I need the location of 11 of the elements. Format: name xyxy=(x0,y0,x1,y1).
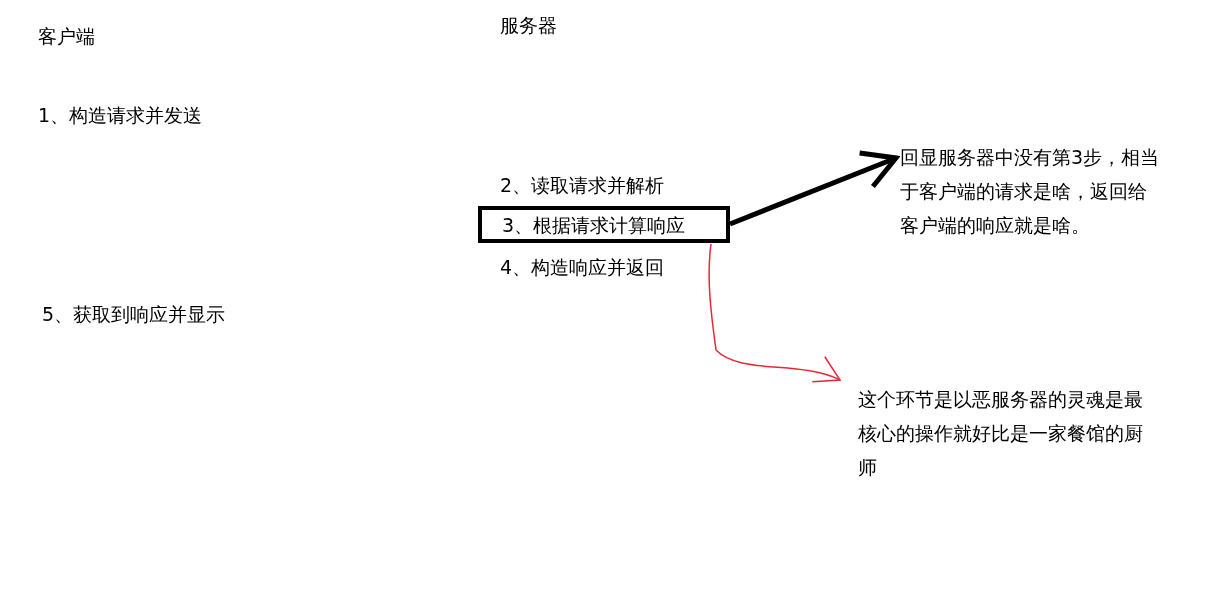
note-text: 回显服务器中没有第3步，相当于客户端的请求是啥，返回给客户端的响应就是啥。 xyxy=(900,140,1162,242)
note-text: 这个环节是以恶服务器的灵魂是最核心的操作就好比是一家餐馆的厨师 xyxy=(858,382,1158,484)
step-box: 3、根据请求计算响应 xyxy=(478,206,730,243)
arrow xyxy=(708,243,841,385)
step-text: 1、构造请求并发送 xyxy=(38,103,203,127)
step-text: 5、获取到响应并显示 xyxy=(42,302,226,326)
step-text: 4、构造响应并返回 xyxy=(500,255,665,279)
arrow xyxy=(729,150,899,227)
step-text: 2、读取请求并解析 xyxy=(500,173,665,197)
column-heading: 服务器 xyxy=(500,13,557,37)
column-heading: 客户端 xyxy=(38,24,95,48)
